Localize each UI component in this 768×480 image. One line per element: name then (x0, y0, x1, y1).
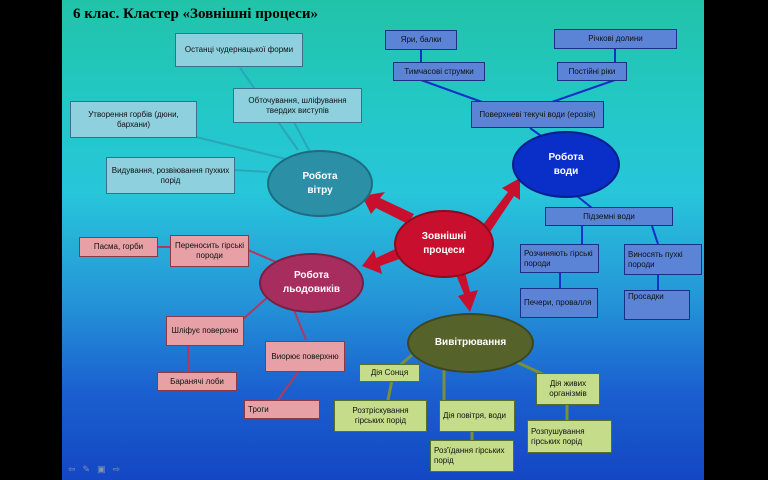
wind-item-blowing: Видування, розвіювання пухких порід (106, 157, 235, 194)
glacier-item-transport: Переносить гірські породи (170, 235, 249, 267)
weathering-item-loosening: Розпушування гірських порід (527, 420, 612, 453)
glacier-item-ridges: Пасма, горби (79, 237, 158, 257)
weathering-item-air-water: Дія повітря, води (439, 400, 515, 432)
water-node: Робота води (512, 131, 620, 198)
weathering-item-corrosion: Роз'їдання гірських порід (430, 440, 514, 472)
next-icon[interactable]: ⇨ (112, 464, 121, 474)
wind-node: Робота вітру (267, 150, 373, 217)
water-item-subsidence: Просадки (624, 290, 690, 320)
slide: 6 клас. Кластер «Зовнішні процеси» Остан… (62, 0, 704, 480)
water-item-dissolve: Розчиняють гірські породи (520, 244, 599, 273)
water-item-streams: Тимчасові струмки (393, 62, 485, 81)
arrow-to-wind (362, 192, 414, 224)
wind-item-remnants: Останці чудернацької форми (175, 33, 303, 67)
slideshow-controls: ⇦ ✎ ▣ ⇨ (68, 465, 120, 474)
right-letterbox (704, 0, 768, 480)
glacier-item-plows: Виорює поверхню (265, 341, 345, 372)
wind-line-2 (293, 121, 311, 153)
weathering-node: Вивітрювання (407, 313, 534, 373)
left-letterbox (0, 0, 62, 480)
water-item-caves: Печери, провалля (520, 288, 598, 318)
arrow-to-water (482, 178, 520, 232)
water-item-valleys: Річкові долини (554, 29, 677, 49)
glacier-node: Робота льодовиків (259, 253, 364, 313)
wind-line-3 (195, 136, 291, 161)
wind-item-polishing: Обточування, шліфування твердих виступів (233, 88, 362, 123)
arrow-to-weathering (454, 268, 478, 312)
glacier-item-grinds: Шліфує поверхню (166, 316, 244, 346)
water-item-ravines: Яри, балки (385, 30, 457, 50)
slide-title: 6 клас. Кластер «Зовнішні процеси» (73, 6, 318, 22)
prev-icon[interactable]: ⇦ (68, 464, 76, 474)
pen-icon[interactable]: ✎ (82, 464, 91, 474)
glacier-item-troughs: Троги (244, 400, 320, 419)
weathering-item-organisms: Дія живих організмів (536, 373, 600, 405)
slides-icon[interactable]: ▣ (97, 464, 106, 474)
center-node: Зовнішні процеси (394, 210, 494, 278)
water-item-surface: Поверхневі текучі води (ерозія) (471, 101, 604, 128)
glacier-item-sheepbacks: Баранячі лоби (157, 372, 237, 391)
water-item-carry: Виносять пухкі породи (624, 244, 702, 275)
water-item-rivers: Постійні ріки (557, 62, 627, 81)
wind-item-dunes: Утворення горбів (дюни, бархани) (70, 101, 197, 138)
weathering-item-sun: Дія Сонця (359, 364, 420, 382)
water-item-underground: Підземні води (545, 207, 673, 226)
weathering-item-cracking: Розтріскування гірських порід (334, 400, 427, 432)
wind-line-4 (233, 169, 269, 173)
